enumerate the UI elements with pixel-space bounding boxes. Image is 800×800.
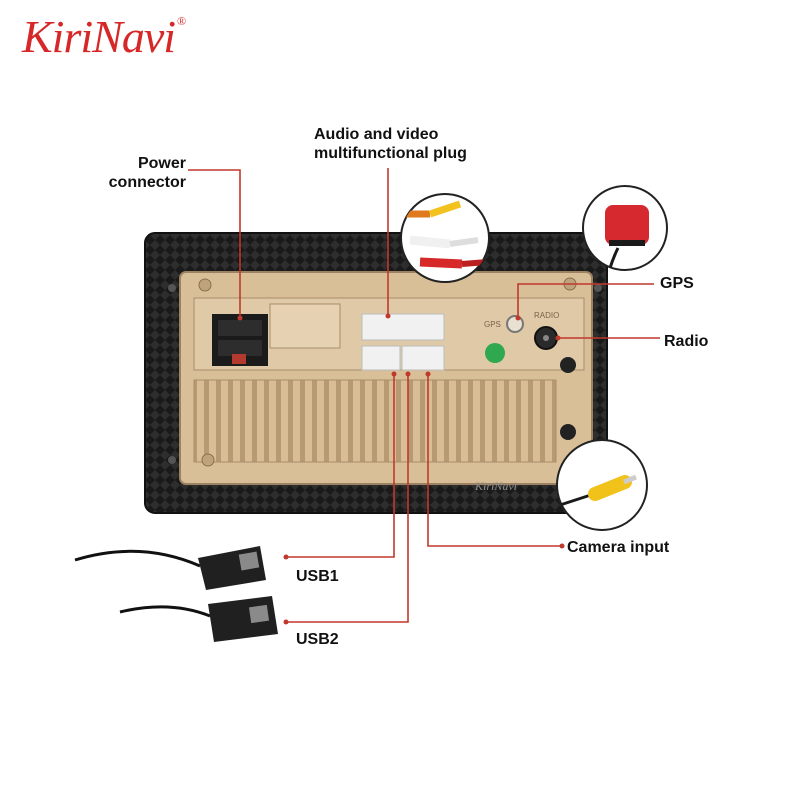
usb1-label: USB1 xyxy=(296,568,339,585)
registered-mark: ® xyxy=(177,14,186,28)
brand-logo: KiriNavi® xyxy=(22,10,186,63)
av-plug-ports xyxy=(361,313,445,371)
brand-name: KiriNavi xyxy=(22,11,176,62)
power-leader-line xyxy=(188,169,241,318)
usb-cable-icon xyxy=(119,596,278,642)
radio-label: Radio xyxy=(664,333,709,350)
unit-housing: KiriNavi xyxy=(168,271,602,493)
usb-cable-icon xyxy=(74,546,266,590)
leader-dots xyxy=(237,313,565,625)
power-connector-label: Power connector xyxy=(108,155,186,191)
green-sticker xyxy=(485,343,505,363)
camera-input-label: Camera input xyxy=(567,539,670,556)
rca-plug-icon xyxy=(400,193,490,283)
av-plug-label: Audio and video multifunctional plug xyxy=(314,126,467,162)
usb2-label: USB2 xyxy=(296,631,339,648)
power-connector-port xyxy=(212,314,268,366)
housing-watermark: KiriNavi xyxy=(474,479,517,493)
radio-port: RADIO xyxy=(534,311,559,350)
usb2-leader-line xyxy=(286,374,409,623)
gps-leader-line xyxy=(517,283,654,318)
gps-antenna-icon xyxy=(582,185,668,271)
leader-lines xyxy=(188,168,660,623)
radio-port-marking: RADIO xyxy=(534,311,559,320)
gps-label: GPS xyxy=(660,275,694,292)
usb1-leader-line xyxy=(286,374,395,558)
camera-plug-icon xyxy=(556,439,648,531)
camera-leader-line xyxy=(427,374,562,547)
gps-port-marking: GPS xyxy=(484,320,501,329)
